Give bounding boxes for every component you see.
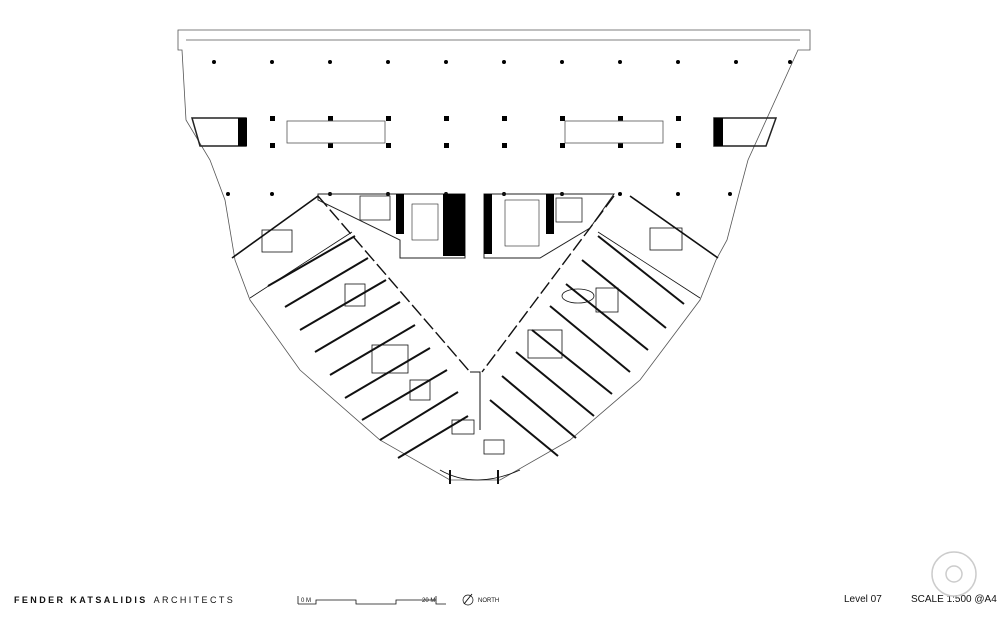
scale-end-label: 20 M bbox=[422, 598, 436, 604]
firm-name-bold: FENDER KATSALIDIS bbox=[14, 595, 148, 605]
drawing-title: Level 07 bbox=[844, 594, 882, 605]
watermark-logo bbox=[931, 551, 977, 597]
north-arrow-icon bbox=[462, 594, 474, 606]
atrium-voids bbox=[286, 120, 664, 144]
podium-slab bbox=[177, 29, 811, 481]
scale-start-label: 0 M bbox=[301, 598, 312, 604]
firm-name: FENDER KATSALIDIS ARCHITECTS bbox=[14, 595, 235, 605]
scale-bar-graphic bbox=[297, 593, 474, 606]
left-wing-apartments bbox=[231, 195, 471, 459]
north-label: NORTH bbox=[478, 598, 500, 604]
firm-name-light: ARCHITECTS bbox=[153, 595, 236, 605]
scale-bar: 0 M 20 M NORTH bbox=[296, 590, 516, 610]
structural-columns bbox=[212, 60, 792, 196]
drawing-scale: SCALE 1:500 @A4 bbox=[911, 594, 997, 605]
central-cores bbox=[317, 193, 615, 259]
title-block: FENDER KATSALIDIS ARCHITECTS 0 M 20 M NOR… bbox=[0, 590, 1000, 612]
right-wing-apartments bbox=[481, 195, 719, 457]
side-stair-cores bbox=[191, 117, 778, 147]
nose-apartments bbox=[439, 371, 521, 484]
